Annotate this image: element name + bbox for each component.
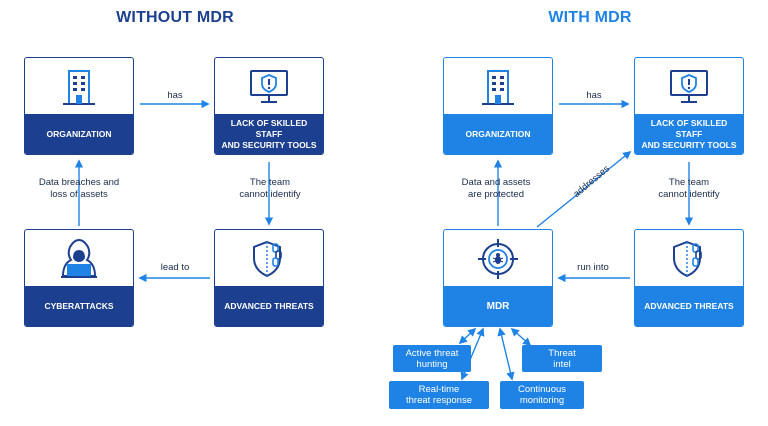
without-cyberattacks-card: CYBERATTACKS bbox=[24, 229, 134, 327]
without-threats-card: ADVANCED THREATS bbox=[214, 229, 324, 327]
active-threat-hunting-box: Active threat hunting bbox=[393, 345, 471, 372]
without-lack-card: LACK OF SKILLED STAFF AND SECURITY TOOLS bbox=[214, 57, 324, 155]
cyberattacks-label: CYBERATTACKS bbox=[25, 286, 133, 326]
with-threats-card: ADVANCED THREATS bbox=[634, 229, 744, 327]
arrow-addresses bbox=[536, 150, 632, 228]
arrow-to-continuous-monitoring bbox=[497, 327, 515, 381]
data-protected-label: Data and assets are protected bbox=[461, 177, 531, 200]
advanced-threats-label: ADVANCED THREATS bbox=[215, 286, 323, 326]
cannot-identify-label: The team cannot identify bbox=[239, 177, 301, 200]
advanced-threats-label: ADVANCED THREATS bbox=[635, 286, 743, 326]
monitor-alert-icon bbox=[250, 70, 288, 103]
threat-intel-box: Threat intel bbox=[522, 345, 602, 372]
has-label: has bbox=[586, 90, 602, 101]
arrow-to-threat-hunting bbox=[458, 327, 477, 345]
lead-to-label: lead to bbox=[160, 262, 190, 273]
run-into-label: run into bbox=[577, 262, 609, 273]
mdr-label: MDR bbox=[444, 286, 552, 326]
cannot-identify-label: The team cannot identify bbox=[658, 177, 720, 200]
continuous-monitoring-box: Continuous monitoring bbox=[500, 381, 584, 409]
building-icon bbox=[63, 70, 95, 105]
shield-chain-icon bbox=[253, 240, 282, 278]
mdr-card: MDR bbox=[443, 229, 553, 327]
monitor-alert-icon bbox=[670, 70, 708, 103]
with-lack-card: LACK OF SKILLED STAFF AND SECURITY TOOLS bbox=[634, 57, 744, 155]
arrow-to-threat-intel bbox=[510, 327, 532, 347]
realtime-threat-response-box: Real-time threat response bbox=[389, 381, 489, 409]
lack-of-skilled-staff-label: LACK OF SKILLED STAFF AND SECURITY TOOLS bbox=[635, 114, 743, 154]
with-mdr-title: WITH MDR bbox=[548, 9, 632, 26]
without-organization-card: ORGANIZATION bbox=[24, 57, 134, 155]
hacker-icon bbox=[61, 238, 97, 278]
organization-label: ORGANIZATION bbox=[25, 114, 133, 154]
shield-chain-icon bbox=[673, 240, 702, 278]
without-mdr-title: WITHOUT MDR bbox=[116, 9, 234, 26]
with-organization-card: ORGANIZATION bbox=[443, 57, 553, 155]
organization-label: ORGANIZATION bbox=[444, 114, 552, 154]
lack-of-skilled-staff-label: LACK OF SKILLED STAFF AND SECURITY TOOLS bbox=[215, 114, 323, 154]
target-bug-icon bbox=[478, 239, 518, 279]
data-breaches-label: Data breaches and loss of assets bbox=[38, 177, 120, 200]
has-label: has bbox=[167, 90, 183, 101]
building-icon bbox=[482, 70, 514, 105]
